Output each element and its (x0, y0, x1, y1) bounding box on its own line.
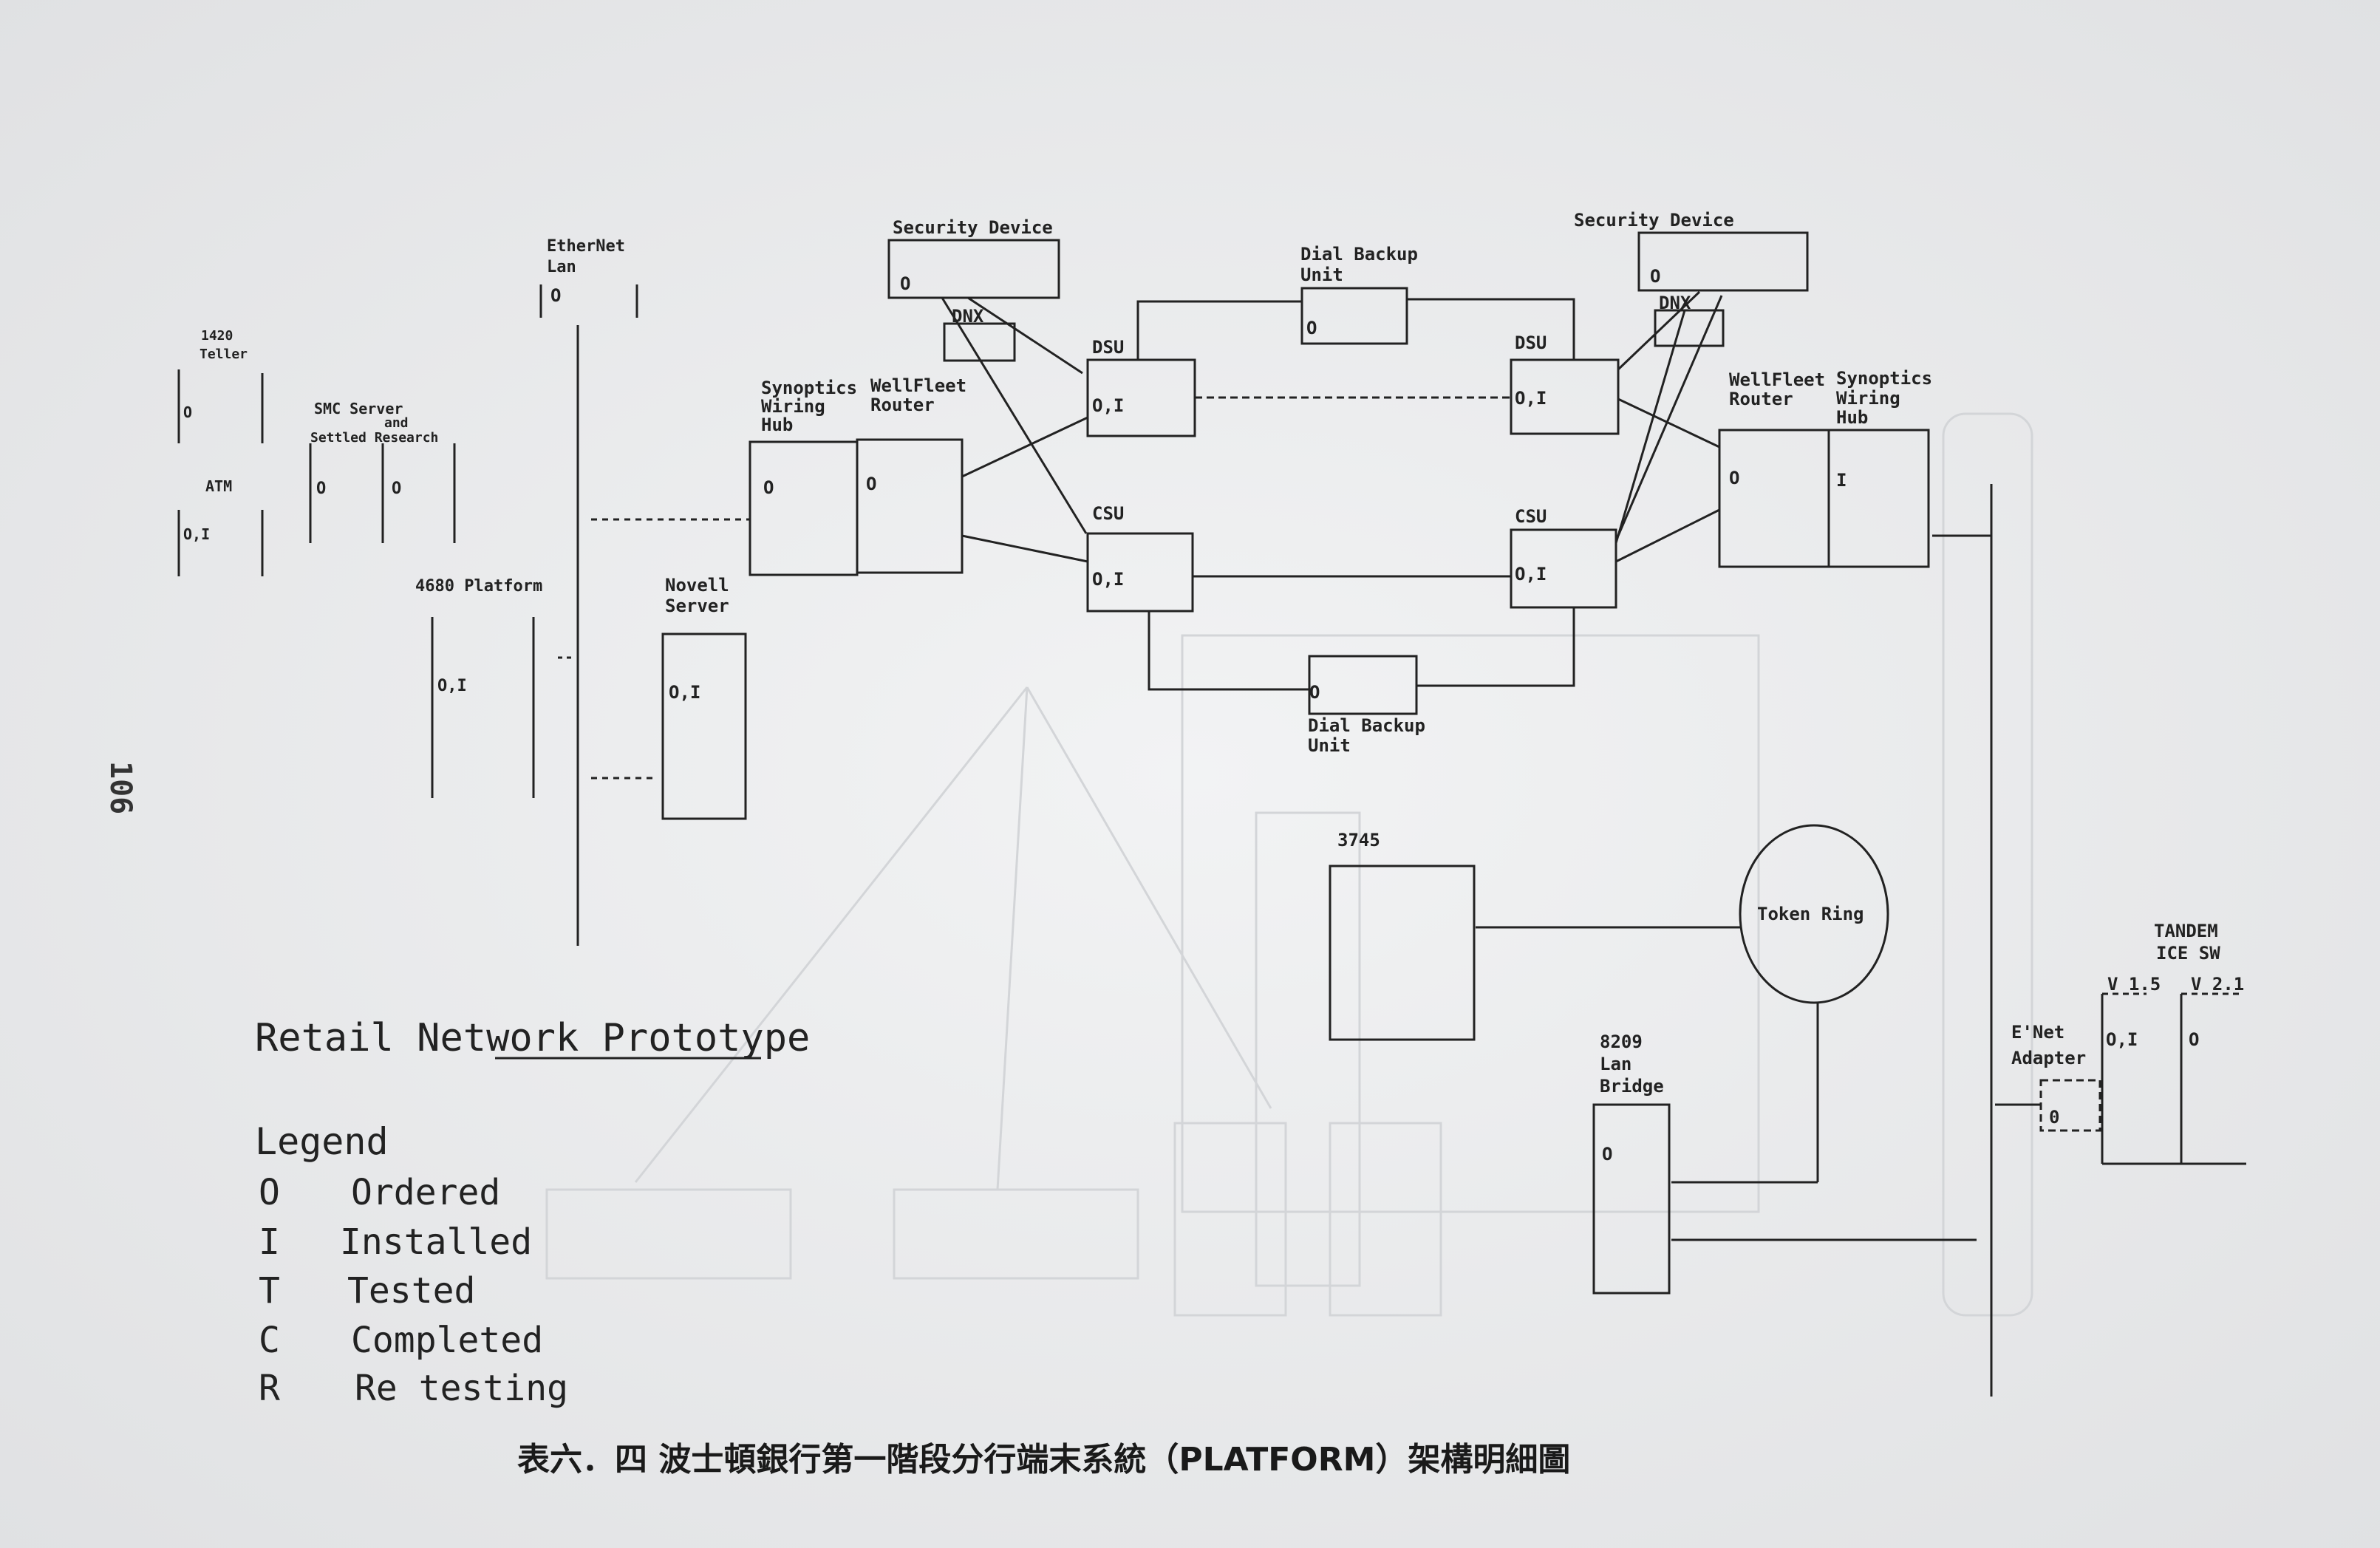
legend-code-completed: C (259, 1320, 280, 1361)
enet-adapter-state: 0 (2049, 1107, 2059, 1128)
tandem-label: TANDEM (2154, 921, 2218, 941)
diagram-labels: Security Device O Security Device O DNX … (183, 210, 2244, 1165)
dial-backup-top-state: O (1306, 318, 1317, 338)
wellfleet-right-label-2: Router (1729, 389, 1793, 409)
dnx-left-label: DNX (952, 306, 984, 327)
platform-state: O,I (437, 677, 467, 695)
novell-server-label: Novell (665, 575, 729, 596)
tandem-label-2: ICE SW (2156, 943, 2220, 964)
dnx-right-label: DNX (1659, 293, 1691, 313)
lan-bridge-label-3: Bridge (1600, 1076, 1664, 1097)
wellfleet-left-label-2: Router (870, 395, 935, 415)
dial-backup-bottom-state: O (1309, 682, 1320, 703)
teller-label-2: Teller (200, 347, 248, 362)
smc-server-label-3: Settled Research (310, 430, 438, 446)
wellfleet-left-state: O (866, 474, 876, 494)
dial-backup-top-label-2: Unit (1300, 265, 1343, 285)
smc-server-state-a: O (316, 480, 326, 498)
lan-bridge-label: 8209 (1600, 1032, 1643, 1052)
dsu-left-state: O,I (1092, 395, 1124, 416)
legend-text-completed: Completed (351, 1320, 543, 1361)
token-ring-label: Token Ring (1757, 904, 1864, 924)
dial-backup-top-label: Dial Backup (1300, 244, 1418, 265)
tandem-version-1: V 1.5 (2107, 974, 2161, 995)
synoptics-left-state: O (763, 477, 774, 498)
teller-label: 1420 (201, 328, 233, 344)
atm-state: O,I (183, 525, 210, 543)
legend-text-retesting: Re testing (355, 1368, 568, 1409)
ethernet-state: O (550, 285, 561, 306)
csu-left-state: O,I (1092, 569, 1124, 590)
synoptics-right-label: Synoptics (1836, 368, 1932, 389)
legend-block: Retail Network Prototype Legend O Ordere… (255, 1016, 810, 1409)
novell-server-state: O,I (669, 682, 700, 703)
dsu-right-label: DSU (1515, 333, 1547, 353)
security-device-left-state: O (900, 273, 910, 294)
legend-heading: Legend (255, 1120, 389, 1163)
figure-caption: 表六．四 波士頓銀行第一階段分行端末系統（PLATFORM）架構明細圖 (517, 1441, 1570, 1479)
legend-code-retesting: R (259, 1368, 280, 1409)
lan-bridge-state: O (1602, 1144, 1612, 1165)
wellfleet-left-label: WellFleet (870, 375, 966, 396)
atm-label: ATM (205, 477, 232, 495)
diagram-lines (177, 231, 2246, 1397)
ethernet-label-2: Lan (547, 258, 576, 276)
wellfleet-right-state: O (1729, 468, 1739, 488)
page-number: 106 (103, 761, 137, 814)
dial-backup-bottom-label-2: Unit (1308, 735, 1351, 756)
enet-adapter-label-2: Adapter (2011, 1048, 2086, 1068)
smc-server-label: SMC Server (314, 400, 403, 417)
csu-right-label: CSU (1515, 506, 1547, 527)
smc-server-label-2: and (384, 415, 409, 431)
csu-left-label: CSU (1092, 503, 1124, 524)
legend-code-ordered: O (259, 1172, 280, 1213)
legend-code-installed: I (259, 1221, 280, 1263)
show-through (545, 412, 2033, 1317)
security-device-right-state: O (1650, 266, 1660, 287)
ethernet-label: EtherNet (547, 237, 625, 256)
security-device-left-label: Security Device (893, 217, 1053, 238)
platform-label: 4680 Platform (415, 577, 542, 596)
synoptics-left-label: Synoptics (761, 378, 857, 398)
diagram-title: Retail Network Prototype (255, 1016, 810, 1060)
dsu-right-state: O,I (1515, 388, 1547, 409)
tandem-version-1-state: O,I (2106, 1029, 2138, 1050)
legend-text-ordered: Ordered (351, 1172, 500, 1213)
synoptics-right-label-3: Hub (1836, 407, 1868, 428)
csu-right-state: O,I (1515, 564, 1547, 584)
legend-text-installed: Installed (340, 1221, 532, 1263)
synoptics-left-label-3: Hub (761, 415, 793, 435)
legend-code-tested: T (259, 1270, 280, 1312)
synoptics-right-label-2: Wiring (1836, 388, 1900, 409)
tandem-version-2: V 2.1 (2191, 974, 2244, 995)
synoptics-right-state: I (1836, 470, 1847, 491)
dsu-left-label: DSU (1092, 337, 1124, 358)
security-device-right-label: Security Device (1574, 210, 1734, 231)
wellfleet-right-label: WellFleet (1729, 369, 1825, 390)
teller-state: O (183, 403, 192, 421)
novell-server-label-2: Server (665, 596, 729, 616)
dial-backup-bottom-label: Dial Backup (1308, 715, 1425, 736)
enet-adapter-label: E'Net (2011, 1022, 2064, 1043)
synoptics-left-label-2: Wiring (761, 396, 825, 417)
legend-text-tested: Tested (347, 1270, 475, 1312)
box-3745-label: 3745 (1337, 830, 1380, 850)
lan-bridge-label-2: Lan (1600, 1054, 1631, 1074)
smc-server-state-b: O (392, 480, 401, 498)
tandem-version-2-state: O (2189, 1029, 2199, 1050)
